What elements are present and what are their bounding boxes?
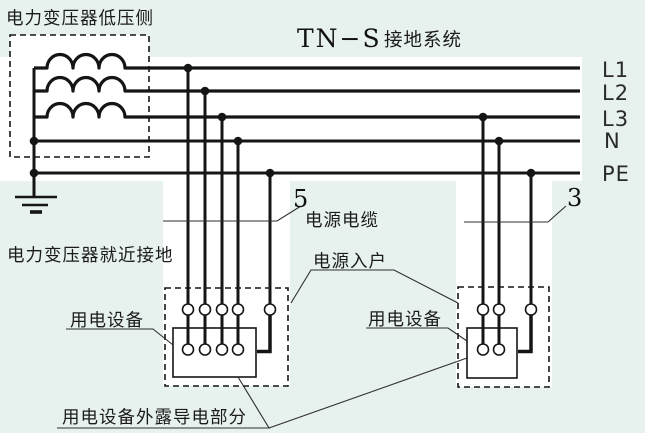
bus-label-l3: L3 — [602, 107, 629, 131]
entry-connectors — [181, 303, 538, 316]
right-pe-bond — [518, 315, 533, 354]
earth-symbol — [15, 195, 57, 214]
transformer-lv-side-label: 电力变压器低压侧 — [6, 9, 154, 29]
left-pe-bond — [257, 315, 272, 354]
bus-label-pe: PE — [602, 162, 630, 186]
transformer-ground-label: 电力变压器就近接地 — [7, 246, 174, 266]
diagram-title-cjk: 接地系统 — [384, 30, 462, 51]
annotation-leaders — [57, 205, 567, 429]
right-equipment-leader — [366, 327, 468, 342]
winding-and-conductor-l2 — [34, 75, 580, 93]
left-cable-marker — [163, 205, 302, 222]
exposed-parts-leader-right — [268, 357, 468, 429]
bus-label-l1: L1 — [602, 58, 629, 82]
right-installation-dashed-box — [457, 286, 550, 388]
right-cable-count: 3 — [567, 184, 582, 212]
entry-label-leader — [290, 269, 459, 304]
transformer-dashed-box — [9, 34, 150, 158]
left-cable-count: 5 — [293, 185, 308, 213]
power-entry-label: 电源入户 — [313, 252, 387, 272]
equipment-terminals — [181, 343, 506, 356]
right-equipment-case — [466, 327, 518, 379]
left-installation-dashed-box — [164, 287, 289, 387]
power-cable-label: 电源电缆 — [305, 211, 379, 231]
exposed-conductive-parts-label: 用电设备外露导电部分 — [62, 408, 247, 428]
winding-and-conductor-l3 — [34, 101, 580, 119]
right-equipment-label: 用电设备 — [368, 310, 442, 330]
junction-dots — [29, 63, 536, 178]
diagram-title-latin: TN−S — [297, 24, 382, 53]
bus-label-l2: L2 — [602, 81, 629, 105]
left-equipment-leader — [66, 328, 174, 346]
bus-label-n: N — [604, 129, 621, 153]
right-cable-marker — [464, 205, 567, 223]
left-equipment-label: 用电设备 — [70, 311, 144, 331]
winding-and-conductor-l1 — [34, 52, 580, 70]
left-service-drop — [186, 68, 272, 354]
